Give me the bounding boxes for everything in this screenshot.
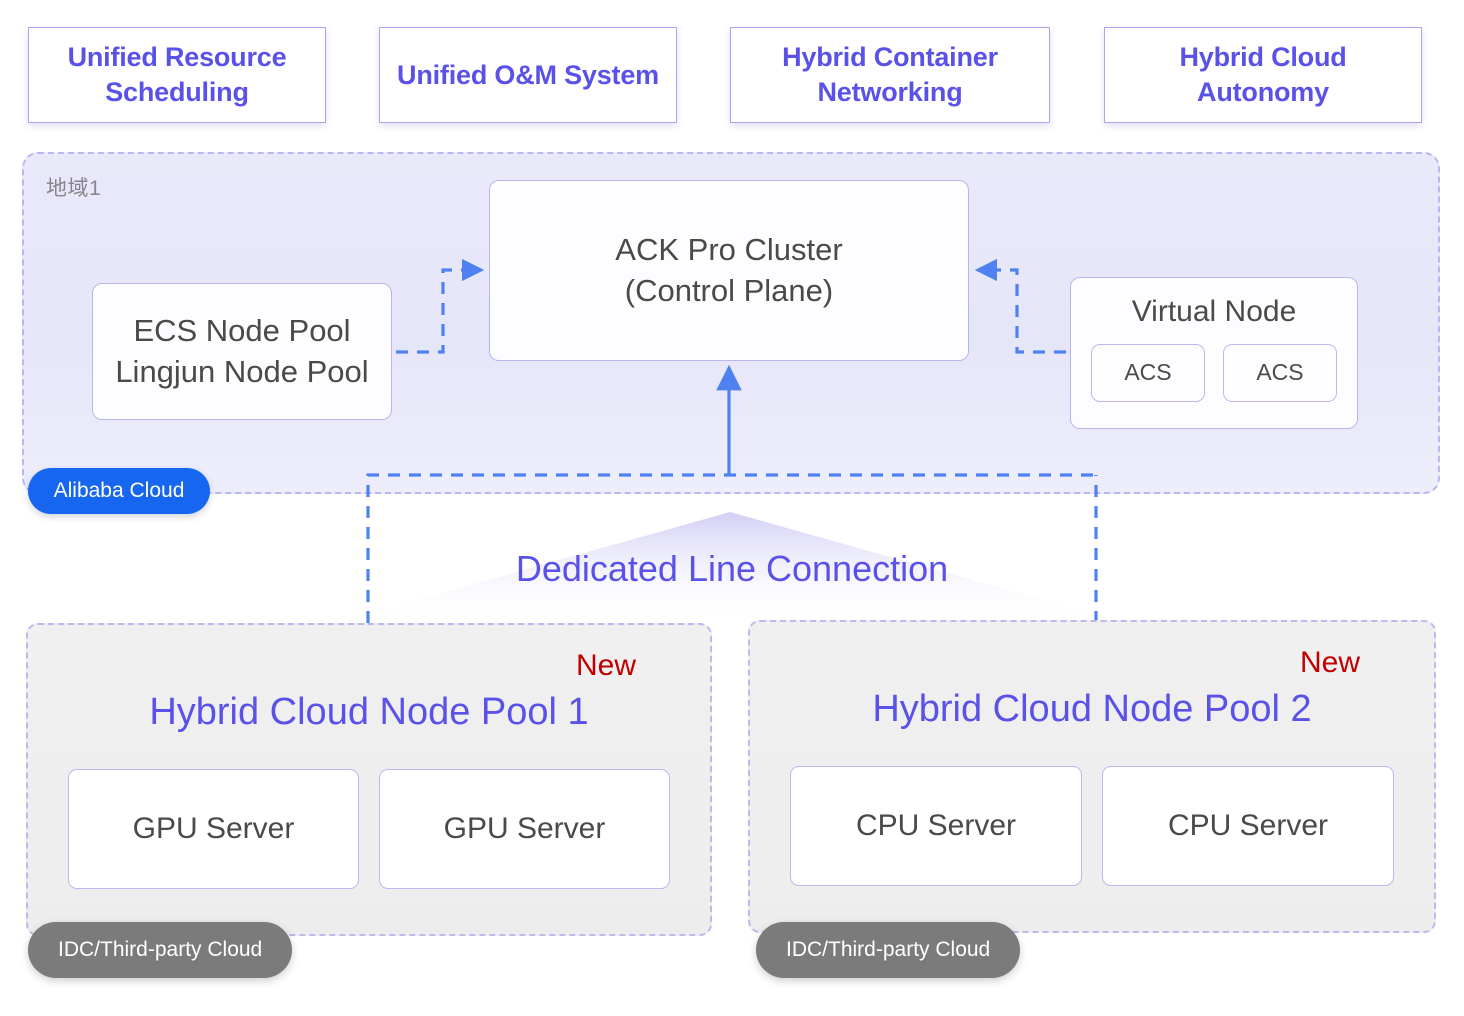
new-badge: New	[575, 649, 636, 682]
hybrid-cloud-node-pool-1-title: Hybrid Cloud Node Pool 1	[149, 691, 589, 733]
feature-card-label: Hybrid Container Networking	[782, 42, 998, 107]
server-row: GPU Server GPU Server	[68, 769, 670, 889]
ack-pro-cluster-box: ACK Pro Cluster (Control Plane)	[489, 180, 969, 361]
ecs-node-pool-line1: ECS Node Pool	[133, 312, 351, 348]
dedicated-line-connection-label: Dedicated Line Connection	[515, 548, 949, 589]
alibaba-cloud-badge-label: Alibaba Cloud	[53, 479, 185, 502]
idc-third-party-cloud-badge: IDC/Third-party Cloud	[756, 922, 1021, 978]
feature-card-label: Unified Resource Scheduling	[67, 42, 287, 107]
hybrid-cloud-node-pool-1-panel: New Hybrid Cloud Node Pool 1 GPU Server …	[26, 623, 712, 936]
virtual-node-title: Virtual Node	[1131, 295, 1297, 328]
feature-card-hybrid-cloud-autonomy: Hybrid Cloud Autonomy	[1104, 27, 1422, 123]
gpu-server-box: GPU Server	[379, 769, 670, 889]
acs-instance-box: ACS	[1223, 343, 1337, 402]
ecs-node-pool-box: ECS Node Pool Lingjun Node Pool	[92, 283, 392, 420]
feature-card-unified-resource-scheduling: Unified Resource Scheduling	[28, 27, 326, 123]
feature-card-label: Unified O&M System	[397, 59, 659, 90]
virtual-node-box: Virtual Node ACS ACS	[1070, 277, 1358, 429]
feature-card-label: Hybrid Cloud Autonomy	[1179, 42, 1347, 107]
idc-third-party-cloud-label: IDC/Third-party Cloud	[786, 938, 991, 961]
new-badge: New	[1299, 646, 1360, 679]
ecs-node-pool-line2: Lingjun Node Pool	[115, 353, 369, 389]
acs-instance-box: ACS	[1091, 343, 1205, 402]
cpu-server-box: CPU Server	[790, 766, 1082, 886]
alibaba-cloud-badge: Alibaba Cloud	[28, 468, 210, 514]
acs-instance-row: ACS ACS	[1091, 343, 1337, 402]
feature-card-hybrid-container-networking: Hybrid Container Networking	[730, 27, 1050, 123]
feature-card-unified-om-system: Unified O&M System	[379, 27, 677, 123]
region-label: 地域1	[46, 177, 102, 200]
server-row: CPU Server CPU Server	[790, 766, 1394, 886]
gpu-server-box: GPU Server	[68, 769, 359, 889]
ack-pro-cluster-line1: ACK Pro Cluster	[615, 231, 843, 267]
cpu-server-box: CPU Server	[1102, 766, 1394, 886]
hybrid-cloud-node-pool-2-panel: New Hybrid Cloud Node Pool 2 CPU Server …	[748, 620, 1436, 933]
idc-third-party-cloud-badge: IDC/Third-party Cloud	[28, 922, 293, 978]
hybrid-cloud-node-pool-2-title: Hybrid Cloud Node Pool 2	[872, 688, 1312, 730]
ack-pro-cluster-line2: (Control Plane)	[624, 272, 834, 308]
idc-third-party-cloud-label: IDC/Third-party Cloud	[58, 938, 263, 961]
